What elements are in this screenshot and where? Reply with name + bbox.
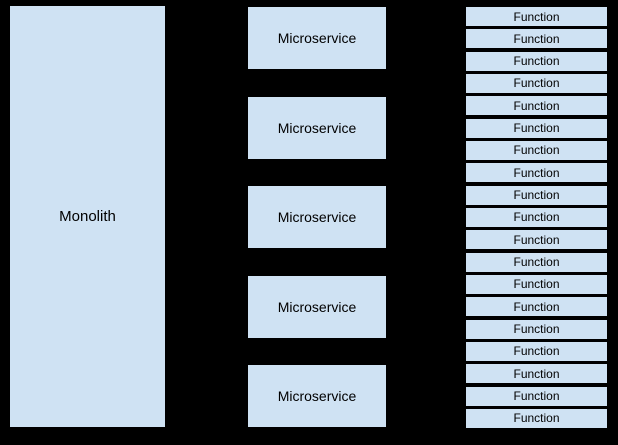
function-label: Function: [513, 232, 560, 247]
monolith-box: Monolith: [10, 6, 165, 427]
function-label: Function: [513, 31, 560, 46]
function-box: Function: [466, 118, 607, 138]
function-box: Function: [466, 185, 607, 205]
microservice-box: Microservice: [248, 365, 386, 427]
microservice-box: Microservice: [248, 275, 386, 338]
microservice-box: Microservice: [248, 7, 386, 69]
function-label: Function: [513, 143, 560, 158]
function-box: Function: [466, 341, 607, 361]
function-label: Function: [513, 210, 560, 225]
function-box: Function: [466, 252, 607, 272]
function-label: Function: [513, 188, 560, 203]
functions-column: Function Function Function Function Func…: [466, 7, 607, 428]
function-label: Function: [513, 344, 560, 359]
function-box: Function: [466, 140, 607, 160]
function-box: Function: [466, 230, 607, 250]
function-box: Function: [466, 408, 607, 428]
microservices-column: Microservice Microservice Microservice M…: [248, 7, 386, 427]
microservice-label: Microservice: [277, 209, 357, 225]
function-label: Function: [513, 366, 560, 381]
microservice-box: Microservice: [248, 186, 386, 248]
function-label: Function: [513, 411, 560, 426]
function-label: Function: [513, 165, 560, 180]
function-box: Function: [466, 274, 607, 294]
function-label: Function: [513, 255, 560, 270]
function-box: Function: [466, 29, 607, 49]
function-box: Function: [466, 364, 607, 384]
microservice-box: Microservice: [248, 96, 386, 159]
function-label: Function: [513, 121, 560, 136]
function-label: Function: [513, 76, 560, 91]
function-label: Function: [513, 54, 560, 69]
function-box: Function: [466, 96, 607, 116]
function-box: Function: [466, 319, 607, 339]
function-label: Function: [513, 277, 560, 292]
function-label: Function: [513, 9, 560, 24]
function-box: Function: [466, 207, 607, 227]
function-box: Function: [466, 386, 607, 406]
microservice-label: Microservice: [277, 119, 357, 136]
function-label: Function: [513, 98, 560, 113]
microservice-label: Microservice: [277, 388, 357, 404]
function-box: Function: [466, 7, 607, 26]
function-box: Function: [466, 297, 607, 317]
function-label: Function: [513, 389, 560, 404]
function-box: Function: [466, 163, 607, 183]
microservice-label: Microservice: [277, 298, 357, 315]
microservice-label: Microservice: [277, 30, 357, 46]
function-label: Function: [513, 299, 560, 314]
function-box: Function: [466, 51, 607, 71]
monolith-label: Monolith: [59, 208, 116, 225]
function-box: Function: [466, 73, 607, 93]
function-label: Function: [513, 322, 560, 337]
